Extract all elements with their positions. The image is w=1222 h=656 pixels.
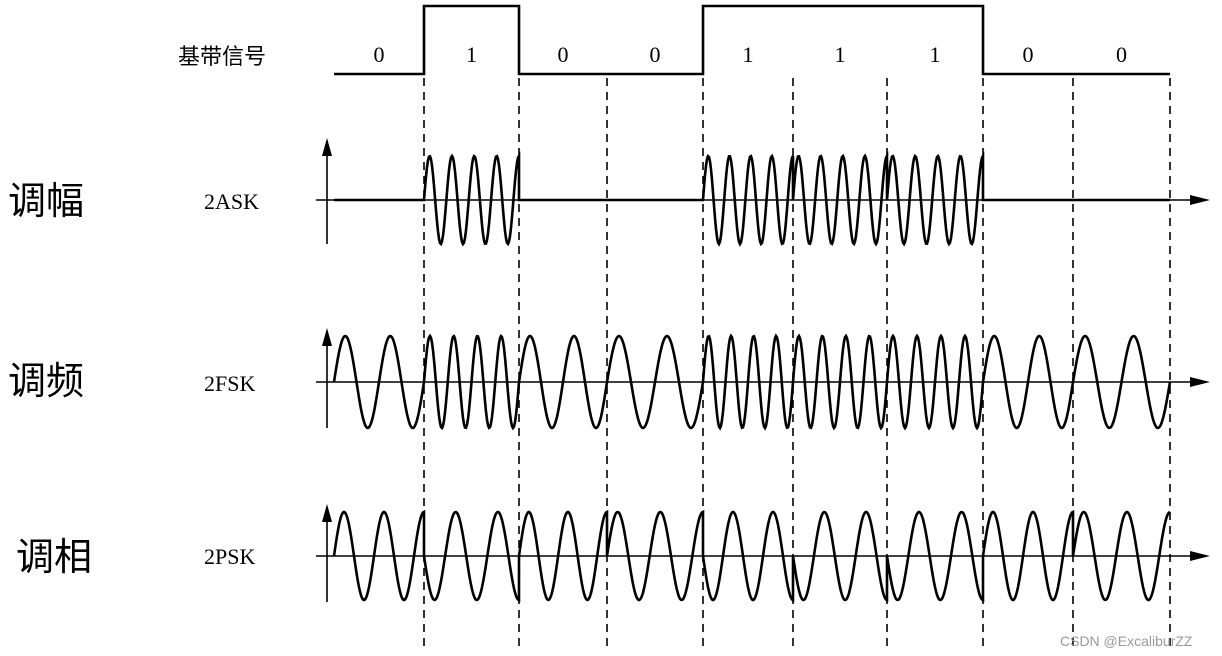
axis-arrow-icon [1190,195,1210,205]
category-label-psk: 调相 [16,535,92,579]
signal-label-psk: 2PSK [204,544,255,569]
bit-label: 0 [650,42,661,67]
signal-label-ask: 2ASK [204,189,259,214]
bit-label: 0 [374,42,385,67]
waveform-2psk [332,509,1171,603]
bit-label: 1 [930,42,941,67]
bit-label: 1 [466,42,477,67]
category-label-ask: 调幅 [8,179,84,223]
axis-arrow-icon [322,138,332,156]
watermark: CSDN @ExcaliburZZ [1060,633,1193,649]
bit-label: 1 [743,42,754,67]
category-label-fsk: 调频 [8,359,84,403]
bit-label: 0 [558,42,569,67]
signal-label-fsk: 2FSK [204,371,255,396]
axis-arrow-icon [322,328,332,346]
axis-arrow-icon [1190,551,1210,561]
baseband-label: 基带信号 [178,45,266,70]
waveform-2ask [334,150,1170,247]
bit-label: 0 [1116,42,1127,67]
bit-label: 1 [835,42,846,67]
baseband-waveform [334,4,1170,76]
axis-arrow-icon [322,504,332,522]
waveform-2fsk [332,333,1172,431]
axis-psk [316,504,1210,602]
bit-labels: 0 1 0 0 1 1 1 0 0 [374,42,1128,67]
bit-label: 0 [1023,42,1034,67]
axis-arrow-icon [1190,377,1210,387]
